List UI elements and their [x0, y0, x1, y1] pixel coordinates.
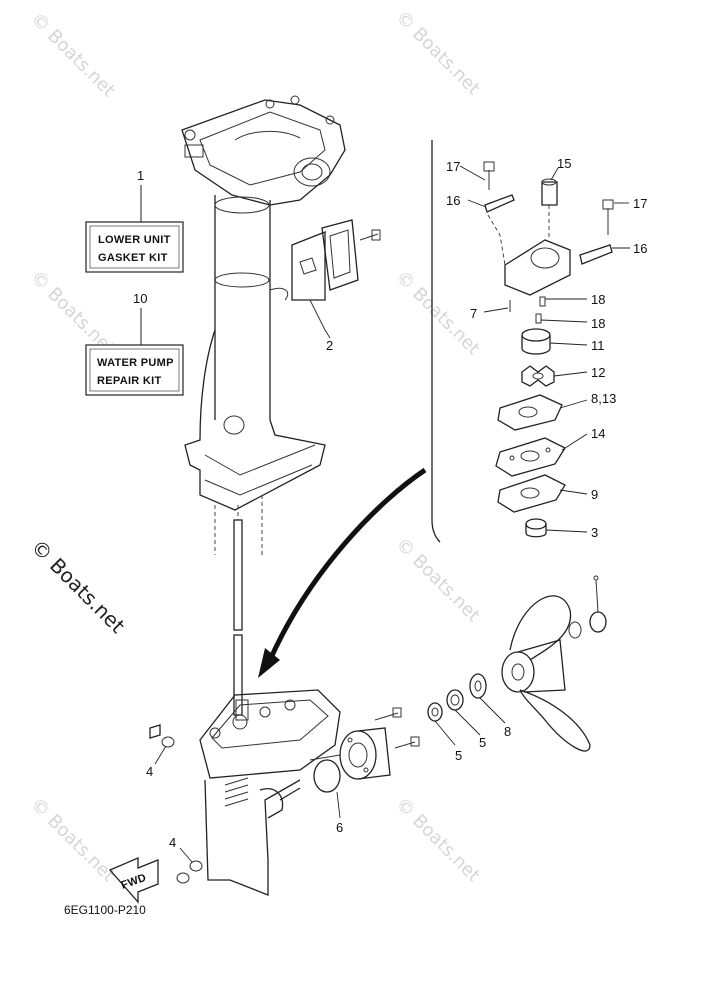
lower-unit-kit-line1: LOWER UNIT: [98, 234, 171, 246]
callout-18-upper: 18: [591, 292, 605, 307]
fwd-label: FWD: [120, 872, 148, 892]
callout-1: 1: [137, 168, 144, 183]
inset-bracket: [431, 140, 441, 543]
watermarks: © Boats.net © Boats.net © Boats.net © Bo…: [26, 7, 483, 886]
callout-8: 8: [504, 724, 511, 739]
part-2-grommet-bracket: [291, 219, 381, 331]
callout-6: 6: [336, 820, 343, 835]
callout-4-upper: 4: [146, 764, 153, 779]
lower-unit-kit-line2: GASKET KIT: [98, 252, 168, 264]
boats-net-watermark: © Boats.net: [26, 535, 129, 638]
inset-arrow: [258, 467, 427, 678]
callout-4-lower: 4: [169, 835, 176, 850]
callout-leaders: [154, 165, 630, 863]
callout-18-lower: 18: [591, 316, 605, 331]
watermark: © Boats.net: [391, 534, 483, 626]
water-pump-kit-line1: WATER PUMP: [97, 357, 174, 369]
callout-9: 9: [591, 487, 598, 502]
propeller-shaft-housing: [309, 727, 391, 780]
callout-5-right: 5: [479, 735, 486, 750]
part-8-thrust-washer: [469, 673, 487, 699]
upper-casing: [181, 95, 346, 555]
kit-box-lower-unit: 1 LOWER UNIT GASKET KIT: [85, 168, 184, 273]
callout-16-right: 16: [633, 241, 647, 256]
callout-10: 10: [133, 291, 147, 306]
callout-8-13: 8,13: [591, 391, 616, 406]
callout-12: 12: [591, 365, 605, 380]
callout-7: 7: [470, 306, 477, 321]
fwd-arrow: FWD: [108, 857, 159, 904]
callout-17-left: 17: [446, 159, 460, 174]
callout-16-left: 16: [446, 193, 460, 208]
diagram-code: 6EG1100-P210: [64, 903, 146, 917]
part-4-bolts: [149, 724, 203, 884]
lower-unit-gearcase: [199, 689, 341, 896]
callouts: 2 17 15 16 17 16 18 7 18 11 12 8,13 14 9…: [146, 156, 647, 850]
water-pump-kit-line2: REPAIR KIT: [97, 375, 162, 387]
callout-14: 14: [591, 426, 605, 441]
water-pump-inset: [483, 161, 614, 538]
watermark: © Boats.net: [391, 7, 483, 99]
callout-17-right: 17: [633, 196, 647, 211]
callout-5-left: 5: [455, 748, 462, 763]
callout-15: 15: [557, 156, 571, 171]
watermark: © Boats.net: [26, 9, 118, 101]
housing-bolts: [374, 707, 420, 749]
propeller: [501, 575, 607, 752]
watermark: © Boats.net: [26, 794, 118, 886]
drive-shaft: [233, 505, 243, 716]
kit-box-water-pump: 10 WATER PUMP REPAIR KIT: [85, 291, 184, 396]
watermark: © Boats.net: [391, 794, 483, 886]
part-5-seals: [427, 689, 464, 722]
part-6-o-ring: [313, 759, 341, 793]
callout-2: 2: [326, 338, 333, 353]
callout-3: 3: [591, 525, 598, 540]
callout-11: 11: [591, 338, 605, 353]
